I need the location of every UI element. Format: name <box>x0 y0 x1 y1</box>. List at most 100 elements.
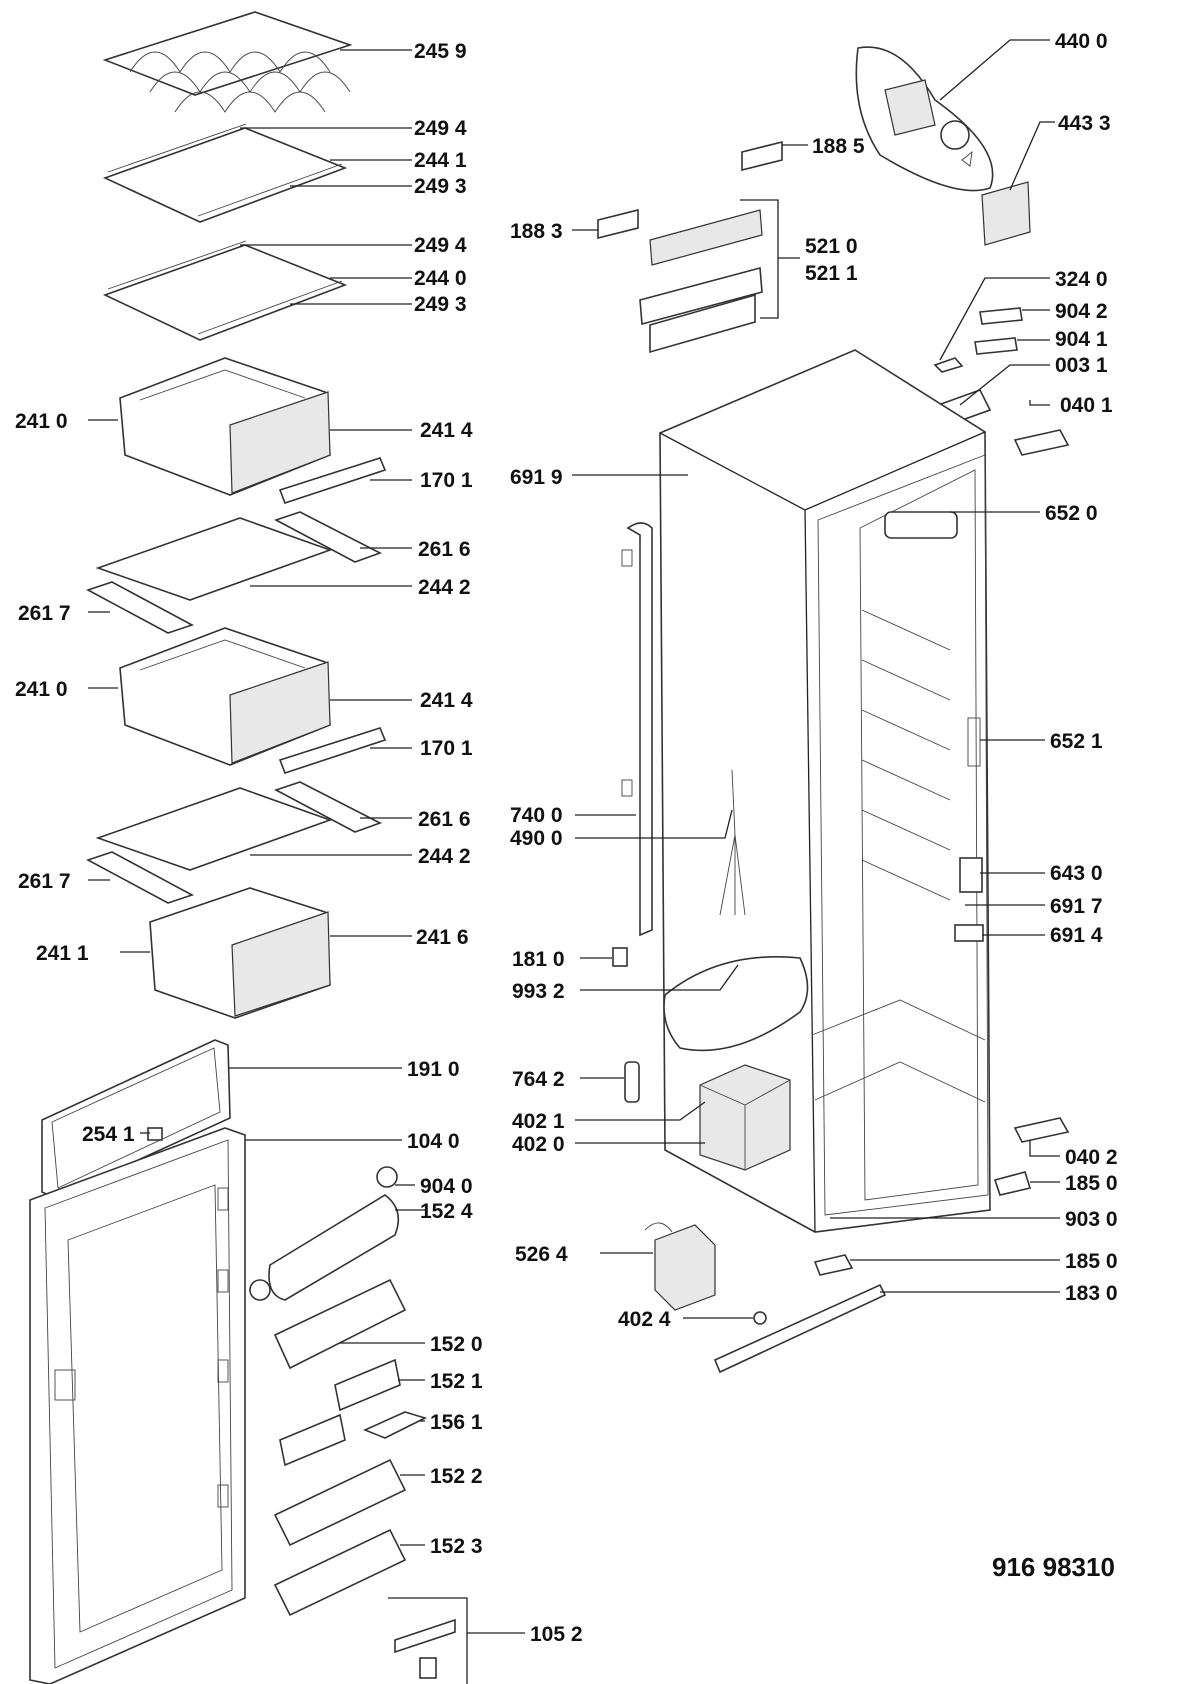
callout-249-4: 249 4 <box>414 117 467 140</box>
callout-152-2: 152 2 <box>430 1465 483 1488</box>
callout-040-1: 040 1 <box>1060 394 1113 417</box>
bracket-904-2 <box>979 307 1023 325</box>
butter-lid-pivot-bottom <box>249 1279 271 1301</box>
callout-152-4: 152 4 <box>420 1200 473 1223</box>
cover-strip-left-2 <box>85 851 195 904</box>
cover-strip-right-2 <box>273 781 383 833</box>
callout-191-0: 191 0 <box>407 1058 460 1081</box>
door-bin-small-upper <box>334 1358 401 1412</box>
callout-691-7: 691 7 <box>1050 895 1103 918</box>
callout-490-0: 490 0 <box>510 827 563 850</box>
callout-904-1: 904 1 <box>1055 328 1108 351</box>
callout-241-1: 241 1 <box>36 942 89 965</box>
callout-245-9: 245 9 <box>414 40 467 63</box>
callout-691-9: 691 9 <box>510 466 563 489</box>
callout-261-7: 261 7 <box>18 602 71 625</box>
door-switch-part <box>147 1127 163 1141</box>
callout-652-1: 652 1 <box>1050 730 1103 753</box>
callout-249-4: 249 4 <box>414 234 467 257</box>
callout-244-0: 244 0 <box>414 267 467 290</box>
cover-324 <box>933 357 964 373</box>
callout-241-0: 241 0 <box>15 410 68 433</box>
callout-261-6: 261 6 <box>418 808 471 831</box>
callout-652-0: 652 0 <box>1045 502 1098 525</box>
callout-764-2: 764 2 <box>512 1068 565 1091</box>
butter-compartment-lid <box>268 1194 400 1301</box>
callout-691-4: 691 4 <box>1050 924 1103 947</box>
cover-strip-right-1 <box>273 511 383 563</box>
starter-relay <box>624 1061 640 1103</box>
callout-526-4: 526 4 <box>515 1243 568 1266</box>
callout-labels: 245 9 249 4 244 1 249 3 249 4 244 0 249 … <box>15 30 1118 1646</box>
callout-324-0: 324 0 <box>1055 268 1108 291</box>
callout-402-1: 402 1 <box>512 1110 565 1133</box>
label-sticker-left <box>597 208 639 240</box>
crisper-drawer-1 <box>119 357 331 496</box>
hinge-bracket-top <box>1013 429 1070 456</box>
cover-strip-left-1 <box>85 581 195 634</box>
callout-170-1: 170 1 <box>420 737 473 760</box>
callout-402-0: 402 0 <box>512 1133 565 1156</box>
callout-261-7: 261 7 <box>18 870 71 893</box>
bracket-904-1 <box>974 337 1018 355</box>
foot-185-upper <box>993 1171 1032 1196</box>
callout-104-0: 104 0 <box>407 1130 460 1153</box>
callout-904-0: 904 0 <box>420 1175 473 1198</box>
callout-152-1: 152 1 <box>430 1370 483 1393</box>
callout-261-6: 261 6 <box>418 538 471 561</box>
callout-249-3: 249 3 <box>414 175 467 198</box>
door-bin-large-lower <box>273 1528 407 1617</box>
callout-903-0: 903 0 <box>1065 1208 1118 1231</box>
power-cable <box>719 769 746 916</box>
callout-152-0: 152 0 <box>430 1333 483 1356</box>
compressor <box>699 1064 791 1171</box>
drain-tray <box>663 955 809 1052</box>
callout-443-3: 443 3 <box>1058 112 1111 135</box>
callout-254-1: 254 1 <box>82 1123 135 1146</box>
bottom-hinge <box>1013 1117 1070 1143</box>
door-bin-large-upper <box>273 1278 407 1370</box>
callout-185-0: 185 0 <box>1065 1172 1118 1195</box>
callout-241-0: 241 0 <box>15 678 68 701</box>
door-gasket <box>41 1039 231 1199</box>
callout-241-4: 241 4 <box>420 419 473 442</box>
callout-440-0: 440 0 <box>1055 30 1108 53</box>
drawer-cover-strip-1 <box>278 457 387 504</box>
callout-249-3: 249 3 <box>414 293 467 316</box>
callout-241-6: 241 6 <box>416 926 469 949</box>
label-sticker-upper <box>741 140 783 172</box>
callout-105-2: 105 2 <box>530 1623 583 1646</box>
damper-181 <box>612 947 628 967</box>
callout-244-2: 244 2 <box>418 576 471 599</box>
egg-tray <box>362 1411 428 1439</box>
refrigerator-door <box>29 1127 246 1684</box>
callout-170-1: 170 1 <box>420 469 473 492</box>
hinge-kit-box <box>388 1597 468 1684</box>
drawer-cover-strip-2 <box>278 727 387 774</box>
butter-lid-pivot-top <box>376 1166 398 1188</box>
callout-521-0: 521 0 <box>805 235 858 258</box>
callout-740-0: 740 0 <box>510 804 563 827</box>
base-rail <box>713 1283 887 1374</box>
crisper-drawer-2 <box>119 627 331 766</box>
callout-904-2: 904 2 <box>1055 300 1108 323</box>
callout-244-1: 244 1 <box>414 149 467 172</box>
callout-181-0: 181 0 <box>512 948 565 971</box>
glass-cover-plate-2 <box>95 787 333 871</box>
callout-188-5: 188 5 <box>812 135 865 158</box>
air-filter <box>981 181 1031 246</box>
callout-188-3: 188 3 <box>510 220 563 243</box>
callout-993-2: 993 2 <box>512 980 565 1003</box>
foot-185-lower <box>813 1254 854 1276</box>
bottle-rack <box>102 11 353 113</box>
door-bin-small-lower <box>279 1413 346 1467</box>
callout-244-2: 244 2 <box>418 845 471 868</box>
electronic-control-board <box>639 199 779 354</box>
glass-shelf-upper <box>102 123 348 223</box>
callout-003-1: 003 1 <box>1055 354 1108 377</box>
callout-183-0: 183 0 <box>1065 1282 1118 1305</box>
callout-241-4: 241 4 <box>420 689 473 712</box>
callout-402-4: 402 4 <box>618 1308 671 1331</box>
small-drawer <box>149 887 331 1019</box>
